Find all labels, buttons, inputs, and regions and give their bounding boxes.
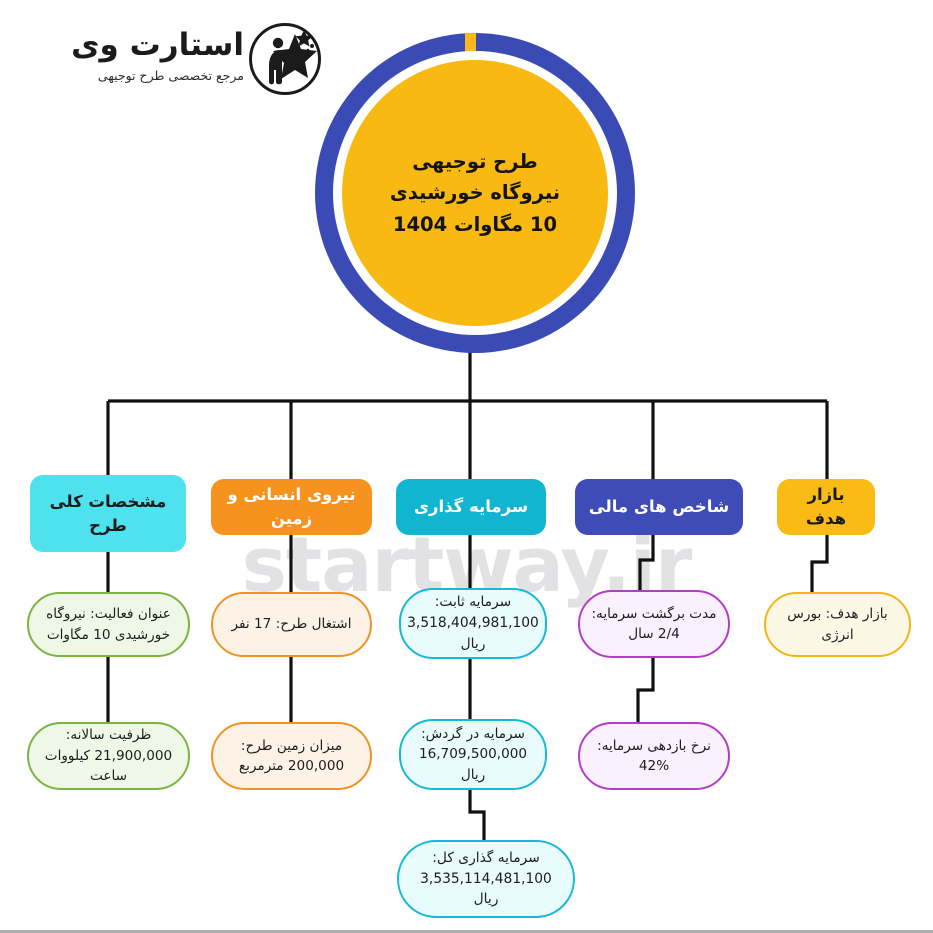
link-market-1 bbox=[810, 535, 829, 592]
pill-return-rate-label: نرخ بازدهی سرمایه: 42% bbox=[597, 737, 711, 774]
logo-title: استارت وی bbox=[71, 27, 244, 63]
hub-ring-gap bbox=[465, 33, 476, 55]
logo-text-block: استارت وی مرجع تخصصی طرح توجیهی bbox=[71, 28, 244, 83]
chip-target-market-label: بازار هدف bbox=[805, 485, 847, 528]
chip-financial-indicators-label: شاخص های مالی bbox=[588, 497, 730, 517]
pill-land-area-label: میزان زمین طرح: 200,000 مترمربع bbox=[238, 737, 345, 774]
brand-logo: استارت وی مرجع تخصصی طرح توجیهی bbox=[48, 22, 321, 108]
pill-payback-period-label: مدت برگشت سرمایه: 2/4 سال bbox=[591, 605, 717, 642]
chip-investment[interactable]: سرمایه گذاری bbox=[396, 479, 546, 535]
chip-financial-indicators[interactable]: شاخص های مالی bbox=[575, 479, 743, 535]
logo-subtitle: مرجع تخصصی طرح توجیهی bbox=[97, 68, 244, 84]
chip-manpower-land[interactable]: نیروی انسانی و زمین bbox=[211, 479, 372, 535]
hub-core: طرح توجیهی نیروگاه خورشیدی 10 مگاوات 140… bbox=[342, 60, 608, 326]
pill-total-investment[interactable]: سرمایه گذاری کل: 3,535,114,481,100 ریال bbox=[397, 840, 575, 918]
chip-target-market[interactable]: بازار هدف bbox=[777, 479, 875, 535]
pill-total-investment-label: سرمایه گذاری کل: 3,535,114,481,100 ریال bbox=[420, 849, 552, 908]
hub-title: طرح توجیهی نیروگاه خورشیدی 10 مگاوات 140… bbox=[389, 149, 561, 236]
pill-activity-title[interactable]: عنوان فعالیت: نیروگاه خورشیدی 10 مگاوات bbox=[27, 592, 190, 657]
pill-target-market-detail[interactable]: بازار هدف: بورس انرژی bbox=[764, 592, 911, 657]
pill-working-capital-label: سرمایه در گردش: 16,709,500,000 ریال bbox=[418, 725, 528, 783]
pill-fixed-capital[interactable]: سرمایه ثابت: 3,518,404,981,100 ریال bbox=[399, 588, 547, 659]
link-investment-3 bbox=[468, 790, 486, 840]
star-person-logo-icon bbox=[249, 23, 321, 95]
footer-divider bbox=[0, 930, 933, 933]
chip-investment-label: سرمایه گذاری bbox=[413, 497, 529, 517]
pill-employment-label: اشتغال طرح: 17 نفر bbox=[231, 616, 352, 633]
chip-general-specs-label: مشخصات کلی طرح bbox=[49, 491, 167, 535]
pill-land-area[interactable]: میزان زمین طرح: 200,000 مترمربع bbox=[211, 722, 372, 790]
pill-payback-period[interactable]: مدت برگشت سرمایه: 2/4 سال bbox=[578, 590, 730, 658]
chip-manpower-land-label: نیروی انسانی و زمین bbox=[227, 485, 356, 528]
pill-fixed-capital-label: سرمایه ثابت: 3,518,404,981,100 ریال bbox=[407, 594, 539, 652]
pill-return-rate[interactable]: نرخ بازدهی سرمایه: 42% bbox=[578, 722, 730, 790]
pill-working-capital[interactable]: سرمایه در گردش: 16,709,500,000 ریال bbox=[399, 719, 547, 790]
pill-annual-capacity-label: ظرفیت سالانه: 21,900,000 کیلووات ساعت bbox=[44, 727, 173, 785]
link-financial-1 bbox=[638, 535, 655, 590]
pill-target-market-detail-label: بازار هدف: بورس انرژی bbox=[787, 606, 888, 643]
pill-employment[interactable]: اشتغال طرح: 17 نفر bbox=[211, 592, 372, 657]
pill-activity-title-label: عنوان فعالیت: نیروگاه خورشیدی 10 مگاوات bbox=[46, 606, 171, 643]
link-financial-2 bbox=[636, 658, 655, 722]
pill-annual-capacity[interactable]: ظرفیت سالانه: 21,900,000 کیلووات ساعت bbox=[27, 722, 190, 790]
chip-general-specs[interactable]: مشخصات کلی طرح bbox=[30, 475, 186, 552]
